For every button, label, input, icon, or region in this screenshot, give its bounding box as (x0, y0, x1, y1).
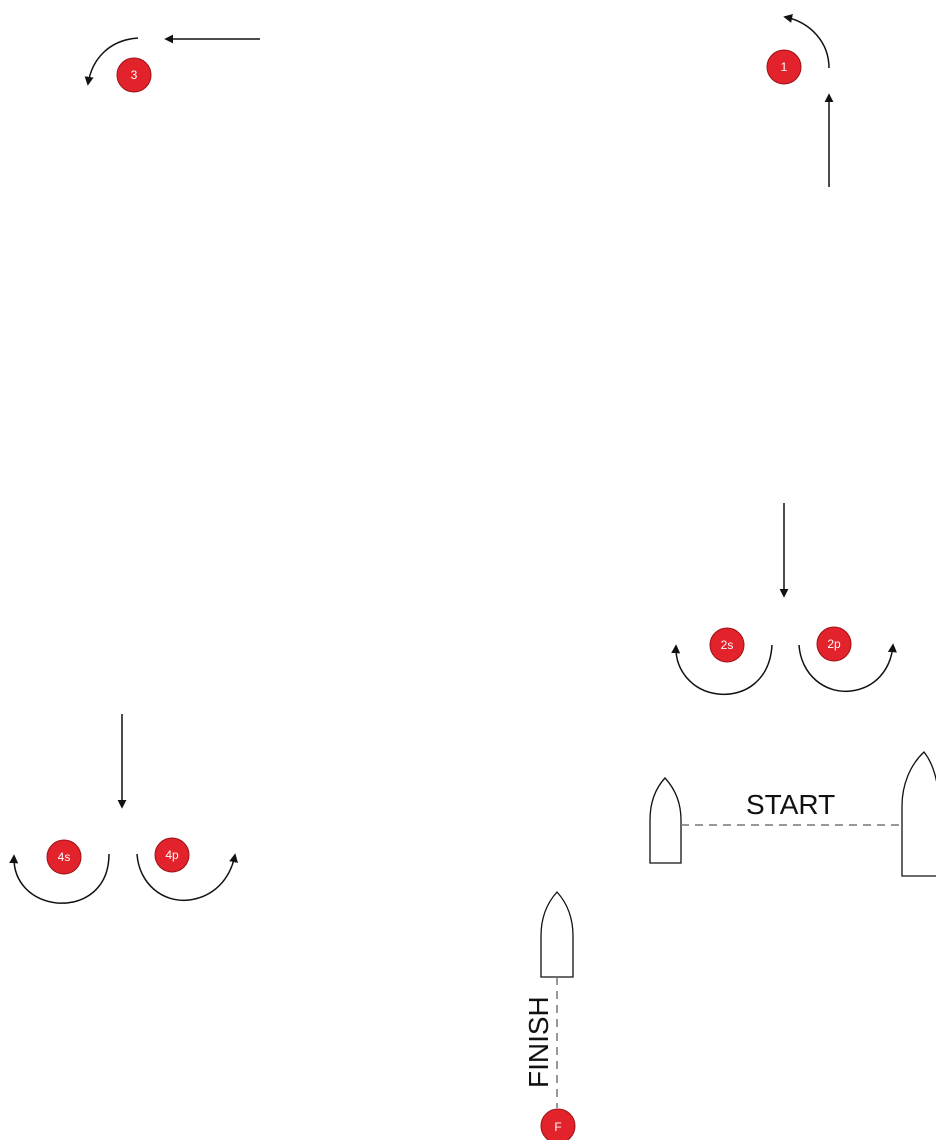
mark-4s-label: 4s (58, 850, 71, 864)
mark-1 (766, 49, 802, 85)
start-line-group: START (649, 751, 936, 877)
start-boat-right (901, 751, 936, 877)
gate-2-group: 2s 2p (671, 503, 897, 696)
mark-3-group: 3 (84, 34, 260, 93)
rounding-arrow-mark-2s (671, 644, 773, 696)
mark-4p-label: 4p (165, 848, 179, 862)
finish-boat (540, 891, 574, 978)
gate-4-group: 4s 4p (9, 714, 238, 904)
mark-2s (709, 627, 745, 663)
mark-finish (540, 1108, 576, 1140)
rounding-arrow-mark-4s (9, 853, 110, 904)
mark-2p-label: 2p (827, 637, 841, 651)
rounding-arrow-mark-2p (798, 643, 897, 693)
start-boat-left (649, 777, 682, 864)
rounding-arrow-mark-1 (783, 14, 830, 69)
mark-3 (116, 57, 152, 93)
mark-1-label: 1 (781, 60, 788, 74)
start-label: START (746, 789, 835, 820)
mark-4p (154, 837, 190, 873)
mark-2p (816, 626, 852, 662)
rounding-arrow-mark-4p (136, 853, 238, 902)
rounding-arrow-mark-3 (84, 37, 139, 86)
mark-4s (46, 839, 82, 875)
mark-finish-label: F (554, 1120, 561, 1134)
mark-2s-label: 2s (721, 638, 734, 652)
mark-3-label: 3 (131, 68, 138, 82)
finish-label: FINISH (523, 996, 554, 1088)
finish-line-group: FINISH F (523, 891, 576, 1140)
mark-1-group: 1 (766, 14, 834, 187)
